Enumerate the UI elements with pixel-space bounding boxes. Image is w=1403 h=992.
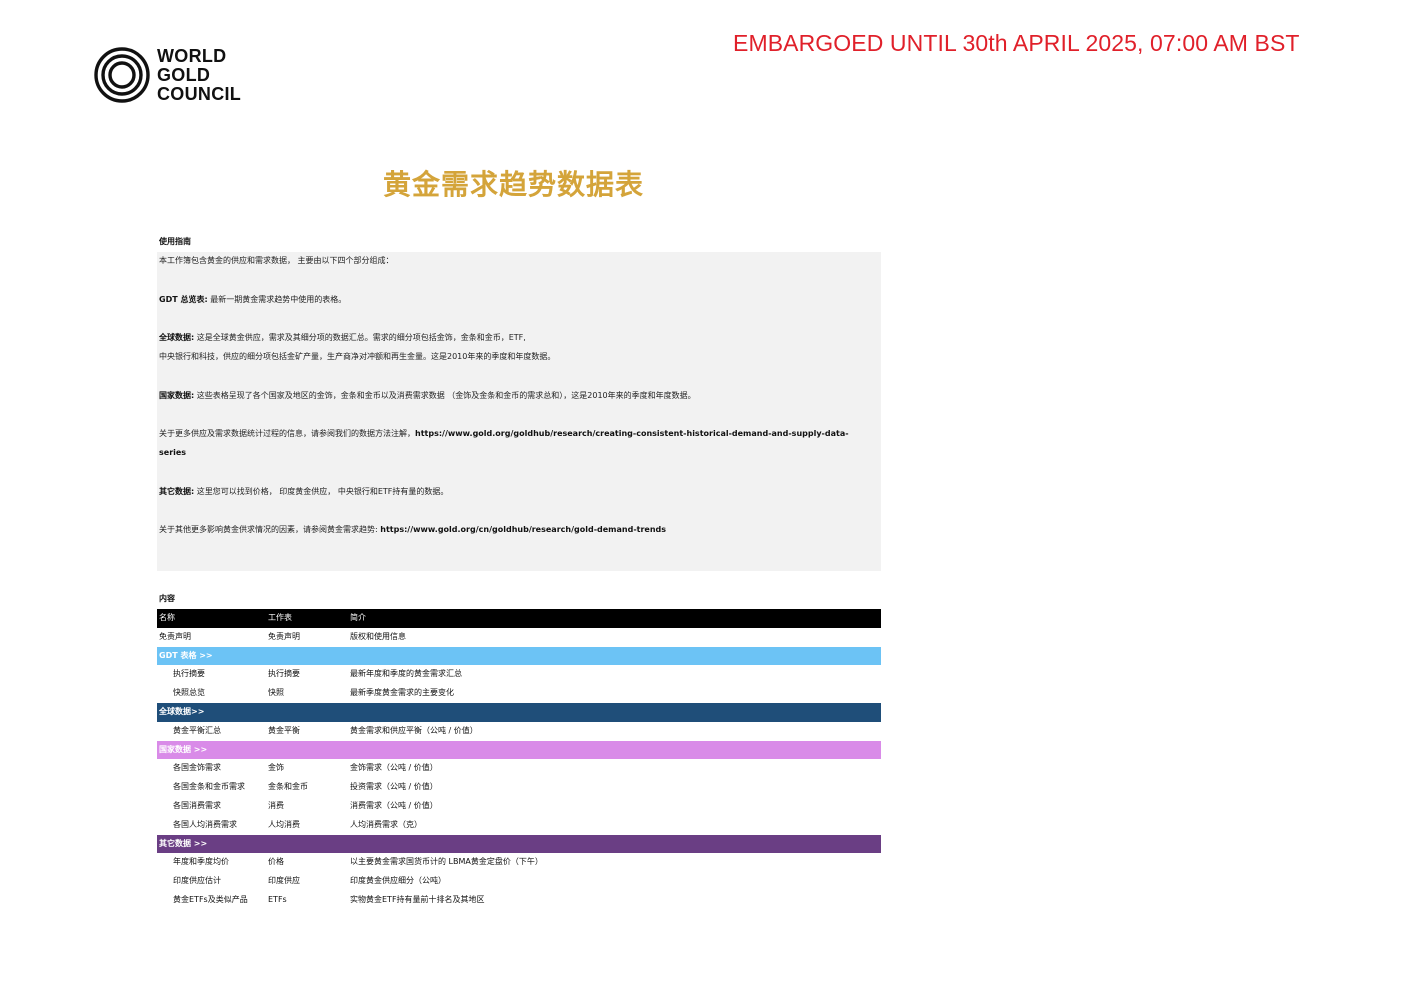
contents-heading: 内容: [159, 594, 175, 603]
row-sheet[interactable]: 快照: [268, 688, 284, 698]
guide-panel: 本工作簿包含黄金的供应和需求数据， 主要由以下四个部分组成： GDT 总览表: …: [157, 252, 881, 571]
row-sheet[interactable]: 金饰: [268, 763, 284, 773]
row-name[interactable]: 年度和季度均价: [173, 857, 229, 867]
row-sheet[interactable]: 价格: [268, 857, 284, 867]
section-country[interactable]: 国家数据 >>: [157, 740, 881, 760]
row-sheet[interactable]: 黄金平衡: [268, 725, 300, 735]
row-sheet[interactable]: 人均消费: [268, 819, 300, 829]
table-header: 名称 工作表 简介: [157, 609, 881, 628]
logo-wordmark: WORLD GOLD COUNCIL: [157, 47, 241, 104]
table-row[interactable]: 免责声明 免责声明 版权和使用信息: [157, 628, 881, 647]
col-header-name: 名称: [159, 613, 175, 622]
section-gdt[interactable]: GDT 表格 >>: [157, 646, 881, 666]
guide-global: 全球数据: 这是全球黄金供应，需求及其细分项的数据汇总。需求的细分项包括金饰，金…: [159, 333, 526, 343]
section-label[interactable]: 全球数据>>: [159, 706, 205, 716]
gdt-report-link[interactable]: https://www.gold.org/cn/goldhub/research…: [380, 525, 667, 534]
row-desc: 版权和使用信息: [350, 631, 406, 641]
section-label[interactable]: GDT 表格 >>: [159, 650, 213, 660]
row-desc: 消费需求（公吨 / 价值）: [350, 800, 438, 810]
method-link-cont[interactable]: series: [159, 448, 187, 457]
guide-gdt-label: GDT 总览表:: [159, 295, 208, 304]
row-name[interactable]: 免责声明: [159, 631, 191, 641]
row-desc: 人均消费需求（克）: [350, 819, 422, 829]
row-desc: 以主要黄金需求国货币计的 LBMA黄金定盘价（下午）: [350, 857, 543, 867]
table-row[interactable]: 黄金平衡汇总 黄金平衡 黄金需求和供应平衡（公吨 / 价值）: [157, 722, 881, 741]
world-gold-council-logo: WORLD GOLD COUNCIL: [94, 45, 264, 107]
table-row[interactable]: 年度和季度均价 价格 以主要黄金需求国货币计的 LBMA黄金定盘价（下午）: [157, 853, 881, 872]
guide-global-cont: 中央银行和科技，供应的细分项包括金矿产量，生产商净对冲额和再生金量。这是2010…: [159, 352, 556, 361]
section-label[interactable]: 其它数据 >>: [159, 838, 208, 848]
table-row[interactable]: 执行摘要 执行摘要 最新年度和季度的黄金需求汇总: [157, 665, 881, 684]
guide-heading: 使用指南: [159, 237, 191, 246]
table-row[interactable]: 黄金ETFs及类似产品 ETFs 实物黄金ETF持有量前十排名及其地区: [157, 891, 881, 910]
guide-more: 关于其他更多影响黄金供求情况的因素，请参阅黄金需求趋势: https://www…: [159, 525, 666, 535]
row-sheet[interactable]: 印度供应: [268, 876, 300, 886]
row-desc: 印度黄金供应细分（公吨）: [350, 876, 446, 886]
guide-method-text: 关于更多供应及需求数据统计过程的信息，请参阅我们的数据方法注解，: [159, 429, 415, 438]
logo-line-3: COUNCIL: [157, 84, 242, 104]
row-desc: 黄金需求和供应平衡（公吨 / 价值）: [350, 725, 478, 735]
row-sheet[interactable]: 金条和金币: [268, 782, 308, 792]
page-title: 黄金需求趋势数据表: [383, 168, 645, 201]
row-sheet[interactable]: ETFs: [268, 894, 287, 904]
guide-other: 其它数据: 这里您可以找到价格， 印度黄金供应， 中央银行和ETF持有量的数据。: [159, 487, 448, 497]
method-link[interactable]: https://www.gold.org/goldhub/research/cr…: [415, 429, 849, 438]
guide-country: 国家数据: 这些表格呈现了各个国家及地区的金饰，金条和金币以及消费需求数据 （金…: [159, 391, 696, 401]
guide-other-label: 其它数据:: [159, 487, 195, 496]
logo-line-1: WORLD: [157, 46, 227, 66]
guide-global-text: 这是全球黄金供应，需求及其细分项的数据汇总。需求的细分项包括金饰，金条和金币，E…: [194, 333, 526, 342]
guide-country-text: 这些表格呈现了各个国家及地区的金饰，金条和金币以及消费需求数据 （金饰及金条和金…: [194, 391, 696, 400]
row-name[interactable]: 执行摘要: [173, 669, 205, 679]
table-row[interactable]: 各国消费需求 消费 消费需求（公吨 / 价值）: [157, 797, 881, 816]
guide-gdt: GDT 总览表: 最新一期黄金需求趋势中使用的表格。: [159, 295, 346, 305]
guide-gdt-text: 最新一期黄金需求趋势中使用的表格。: [207, 295, 347, 304]
guide-global-label: 全球数据:: [159, 333, 195, 342]
embargo-notice: EMBARGOED UNTIL 30th APRIL 2025, 07:00 A…: [733, 30, 1300, 56]
table-row[interactable]: 印度供应估计 印度供应 印度黄金供应细分（公吨）: [157, 872, 881, 891]
col-header-sheet: 工作表: [268, 613, 292, 622]
table-row[interactable]: 各国金饰需求 金饰 金饰需求（公吨 / 价值）: [157, 759, 881, 778]
row-sheet[interactable]: 执行摘要: [268, 669, 300, 679]
table-row[interactable]: 快照总览 快照 最新季度黄金需求的主要变化: [157, 684, 881, 703]
row-desc: 投资需求（公吨 / 价值）: [350, 782, 438, 792]
row-sheet[interactable]: 免责声明: [268, 631, 300, 641]
logo-line-2: GOLD: [157, 65, 211, 85]
row-name[interactable]: 快照总览: [173, 688, 205, 698]
guide-intro: 本工作簿包含黄金的供应和需求数据， 主要由以下四个部分组成：: [159, 256, 394, 265]
table-row[interactable]: 各国金条和金币需求 金条和金币 投资需求（公吨 / 价值）: [157, 778, 881, 797]
col-header-desc: 简介: [350, 613, 366, 622]
row-name[interactable]: 黄金ETFs及类似产品: [173, 894, 248, 904]
section-other[interactable]: 其它数据 >>: [157, 834, 881, 854]
concentric-circles-logo-icon: [94, 47, 150, 103]
section-global[interactable]: 全球数据>>: [157, 702, 881, 722]
row-desc: 最新年度和季度的黄金需求汇总: [350, 669, 462, 679]
guide-method: 关于更多供应及需求数据统计过程的信息，请参阅我们的数据方法注解，https://…: [159, 429, 849, 439]
row-name[interactable]: 各国金饰需求: [173, 763, 221, 773]
table-row[interactable]: 各国人均消费需求 人均消费 人均消费需求（克）: [157, 816, 881, 835]
contents-table: 名称 工作表 简介 免责声明 免责声明 版权和使用信息 GDT 表格 >> 执行…: [157, 609, 881, 910]
guide-more-text: 关于其他更多影响黄金供求情况的因素，请参阅黄金需求趋势:: [159, 525, 381, 534]
guide-country-label: 国家数据:: [159, 391, 195, 400]
guide-method-cont: series: [159, 448, 186, 458]
row-desc: 实物黄金ETF持有量前十排名及其地区: [350, 894, 485, 904]
row-name[interactable]: 各国金条和金币需求: [173, 782, 245, 792]
guide-other-text: 这里您可以找到价格， 印度黄金供应， 中央银行和ETF持有量的数据。: [194, 487, 449, 496]
row-name[interactable]: 各国人均消费需求: [173, 819, 237, 829]
row-name[interactable]: 黄金平衡汇总: [173, 725, 221, 735]
row-sheet[interactable]: 消费: [268, 800, 284, 810]
row-name[interactable]: 印度供应估计: [173, 876, 221, 886]
row-name[interactable]: 各国消费需求: [173, 800, 221, 810]
row-desc: 金饰需求（公吨 / 价值）: [350, 763, 438, 773]
row-desc: 最新季度黄金需求的主要变化: [350, 688, 454, 698]
section-label[interactable]: 国家数据 >>: [159, 744, 208, 754]
